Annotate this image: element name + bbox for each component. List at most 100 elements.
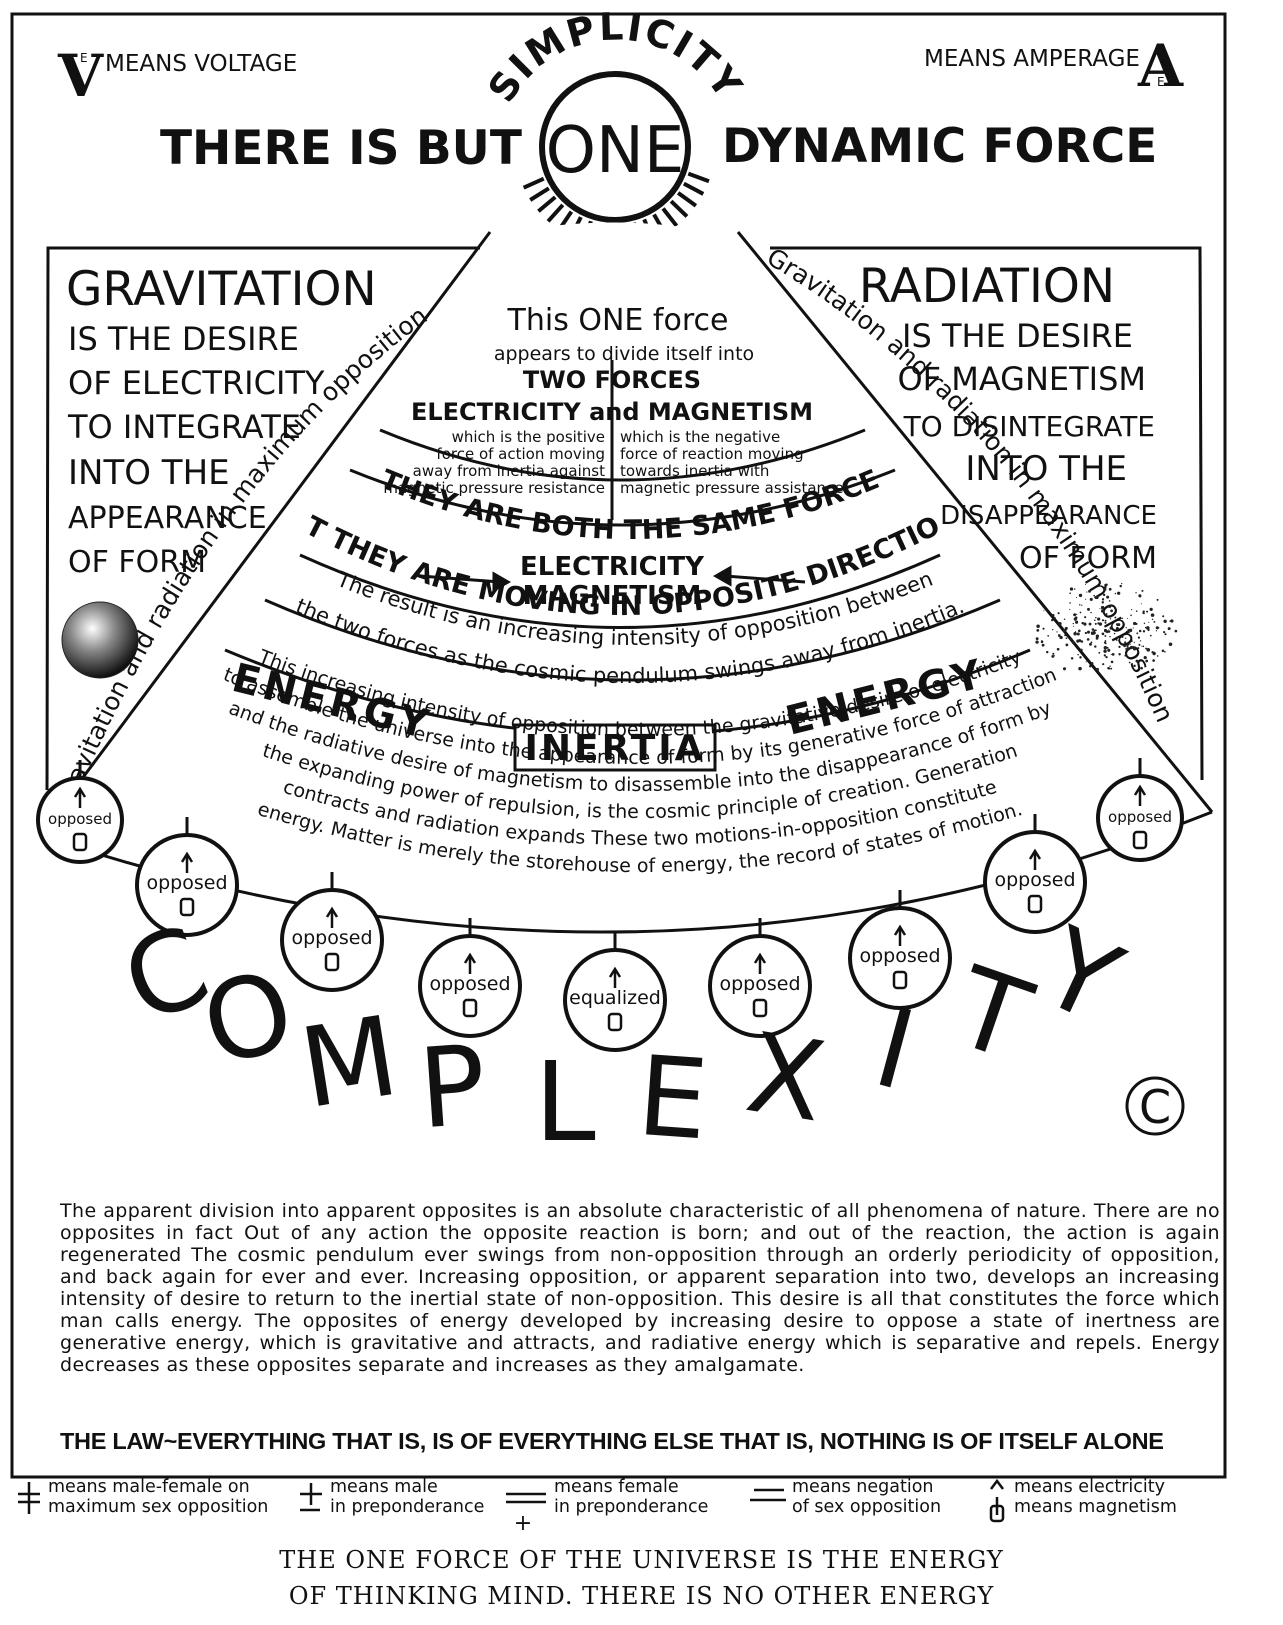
svg-text:INTO THE: INTO THE — [965, 449, 1127, 489]
bottom-paragraph: The apparent division into apparent oppo… — [60, 1200, 1220, 1376]
particle — [1121, 582, 1123, 585]
complexity-letter: L — [534, 1038, 595, 1166]
svg-text:ONE: ONE — [546, 114, 685, 188]
particle — [1079, 648, 1083, 652]
particle — [1101, 632, 1103, 634]
particle — [1114, 592, 1117, 595]
particle — [1156, 655, 1159, 657]
particle — [1081, 621, 1084, 625]
particle — [1117, 639, 1119, 641]
electricity-label: ELECTRICITY — [520, 552, 705, 582]
particle — [1076, 597, 1078, 599]
radiation-panel-border — [770, 246, 1204, 781]
particle — [1095, 634, 1100, 638]
fan-inner-paragraph: This increasing intensity of opposition … — [220, 645, 1059, 877]
header-left-phrase: THERE IS BUT — [160, 121, 522, 176]
particle — [1098, 651, 1101, 654]
particle — [1149, 607, 1153, 611]
particle — [1102, 593, 1106, 597]
copyright-mark: C — [1125, 1076, 1185, 1136]
svg-text:IS THE DESIRE: IS THE DESIRE — [902, 317, 1133, 355]
particle — [1130, 614, 1132, 617]
particle — [1104, 625, 1107, 628]
gravitation-panel: GRAVITATION IS THE DESIRE OF ELECTRICITY… — [66, 262, 377, 580]
svg-text:magnetic pressure assistance: magnetic pressure assistance — [620, 479, 844, 497]
particle — [1097, 617, 1101, 621]
particle — [1133, 621, 1137, 626]
svg-text:magnetic pressure resistance: magnetic pressure resistance — [383, 479, 605, 497]
particle — [1132, 627, 1134, 629]
particle — [1092, 631, 1096, 635]
particle — [1088, 589, 1092, 593]
particle — [1152, 651, 1156, 656]
particle — [1104, 640, 1107, 642]
particle — [1109, 618, 1112, 620]
fan-line3: TWO FORCES — [523, 366, 701, 394]
particle — [1070, 657, 1074, 660]
particle — [1151, 618, 1154, 621]
pendulum-opposed: opposed — [36, 760, 124, 864]
particle — [1101, 619, 1105, 622]
particle — [1091, 662, 1094, 665]
particle — [1129, 635, 1133, 638]
particle — [1071, 641, 1075, 645]
particle — [1108, 587, 1112, 591]
particle — [1064, 626, 1068, 630]
particle — [1125, 627, 1127, 629]
particle — [1142, 630, 1146, 633]
particle — [1077, 653, 1079, 656]
particle — [1115, 636, 1118, 639]
particle — [1118, 645, 1121, 649]
particle — [1143, 612, 1145, 615]
particle — [1091, 628, 1095, 631]
particle — [1161, 649, 1165, 653]
particle — [1101, 598, 1105, 601]
particle — [1041, 643, 1045, 647]
svg-text:OF FORM: OF FORM — [1019, 541, 1157, 576]
particle — [1098, 622, 1103, 626]
particle — [1124, 641, 1127, 644]
pendulum-opposed: opposed — [1096, 758, 1184, 862]
particle — [1095, 616, 1097, 619]
particle — [1036, 628, 1040, 632]
pendulum-label: opposed — [291, 927, 372, 949]
particle — [1153, 620, 1156, 623]
particle — [1170, 619, 1174, 623]
particle — [1086, 630, 1091, 634]
particle — [1156, 598, 1159, 601]
gravitation-panel-border — [45, 246, 480, 791]
particle — [1085, 598, 1087, 600]
particle — [1114, 616, 1117, 619]
law-statement: THE LAW~EVERYTHING THAT IS, IS OF EVERYT… — [60, 1428, 1164, 1454]
complexity-letter: M — [292, 992, 406, 1133]
caption-line2: OF THINKING MIND. THERE IS NO OTHER ENER… — [288, 1582, 995, 1610]
particle — [1103, 586, 1107, 590]
particle — [1105, 613, 1108, 615]
particle — [1073, 617, 1077, 621]
particle — [1146, 610, 1149, 613]
particle — [1143, 655, 1147, 660]
svg-text:OF MAGNETISM: OF MAGNETISM — [897, 360, 1146, 398]
particle — [1056, 631, 1058, 633]
particle — [1078, 593, 1083, 598]
particle — [1140, 603, 1142, 605]
particle — [1110, 660, 1114, 664]
svg-text:INERTIA: INERTIA — [524, 728, 705, 769]
pendulum-label: opposed — [859, 945, 940, 967]
particle — [1109, 665, 1111, 667]
particle — [1107, 666, 1110, 670]
direction-arrows — [419, 565, 806, 593]
particle — [1113, 607, 1116, 610]
particle — [1079, 611, 1082, 614]
particle — [1057, 612, 1060, 615]
svg-text:C: C — [1139, 1080, 1171, 1134]
particle — [1137, 636, 1141, 639]
particle — [1073, 588, 1076, 590]
particle — [1108, 600, 1111, 602]
particle — [1125, 648, 1127, 650]
particle — [1167, 627, 1171, 631]
particle — [1165, 633, 1167, 635]
ray-line — [529, 186, 550, 202]
particle — [1069, 592, 1071, 595]
